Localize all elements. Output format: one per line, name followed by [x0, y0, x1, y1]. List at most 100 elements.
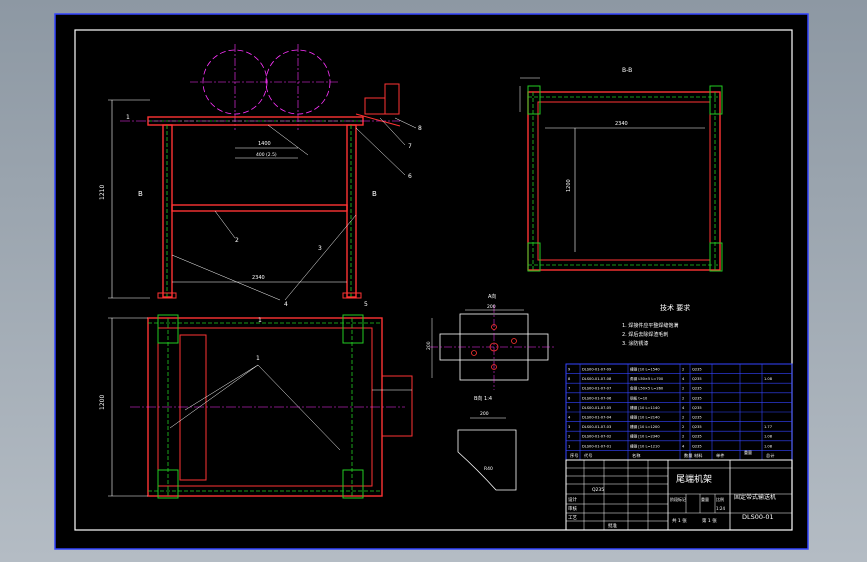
bom-header-cell: 名称: [632, 452, 640, 459]
bom-cell: 5: [568, 406, 570, 410]
detail-b-view: B向 1:4 200 R40: [457, 395, 517, 491]
bom-cell: 4: [568, 416, 571, 420]
bom-cell: 1.08: [764, 435, 773, 439]
bom-cell: Q235: [692, 435, 702, 439]
bom-cell: 9: [568, 368, 571, 372]
detail-b-label: B向 1:4: [474, 395, 492, 402]
dim-section-width: 2340: [615, 121, 628, 127]
bom-cell: 4: [682, 377, 685, 381]
approve-label: 批准: [608, 522, 617, 529]
tech-req-heading: 技术 要求: [660, 303, 690, 312]
bom-header-cell: 材料: [694, 452, 703, 459]
bom-cell: DLS00-01-07-08: [582, 377, 612, 381]
bom-cell: 1.08: [764, 377, 773, 381]
tech-req-item-3: 3. 涂防锈漆: [622, 340, 648, 347]
bom-cell: DLS00-01-07-02: [582, 435, 611, 439]
section-mark-left: B: [138, 190, 143, 198]
bom-cell: 8: [568, 377, 571, 381]
bom-cell: DLS00-01-07-06: [582, 396, 612, 400]
design-label: 设计: [568, 496, 577, 503]
bom-cell: 1: [568, 444, 570, 448]
bom-cell: Q235: [692, 444, 702, 448]
bom-cell: 槽钢 [10 L=2140: [630, 415, 660, 420]
title-block: 尾端机架 固定带式输送机 DLS00-01 Q235 设计 审核 工艺 批准 阶…: [565, 459, 793, 531]
bom-header-cell: 总计: [766, 452, 774, 459]
bom-cell: DLS00-01-07-03: [582, 425, 611, 429]
bom-cell: 2: [568, 435, 570, 439]
bom-cell: 1.08: [764, 444, 773, 448]
bom-cell: 2: [682, 416, 684, 420]
bom-cell: 钢板 t=10: [630, 395, 648, 400]
bom-cell: 2: [682, 435, 684, 439]
process-label: 工艺: [568, 515, 577, 521]
bom-cell: Q235: [692, 387, 702, 391]
dim-detail-width: 200: [487, 304, 496, 310]
dim-detail-b-r: R40: [484, 466, 493, 472]
bom-cell: DLS00-01-07-07: [582, 387, 611, 391]
bom-cell: 槽钢 [10 L=1140: [630, 405, 660, 410]
bom-cell: Q235: [692, 425, 702, 429]
dim-front-top: 1400: [258, 141, 271, 147]
detail-a-label: A向: [488, 293, 496, 300]
bom-cell: 2: [682, 368, 684, 372]
ratio-value: 1:24: [716, 506, 725, 511]
bom-cell: DLS00-01-07-04: [582, 416, 612, 420]
bom-cell: Q235: [692, 396, 702, 400]
bom-cell: 7: [568, 387, 570, 391]
label-6: 6: [408, 173, 412, 180]
dim-front-top2: 400 (2.5): [256, 152, 277, 158]
stage-label: 阶段标记: [670, 496, 686, 502]
bom-cell: 6: [568, 396, 571, 400]
sheets-total: 共 1 张: [672, 517, 687, 524]
check-label: 审核: [568, 505, 577, 512]
bom-cell: DLS00-01-07-09: [582, 368, 612, 372]
detail-a-view: A向 200 200: [426, 293, 555, 390]
bom-cell: 角钢 L50×5 L=260: [630, 386, 664, 391]
bom-cell: 角钢 L50×5 L=700: [630, 376, 664, 381]
part-name: 尾端机架: [676, 473, 712, 485]
bom-cell: 3: [568, 425, 570, 429]
bom-header-weight: 重量: [744, 449, 752, 455]
machine-name: 固定带式输送机: [734, 493, 776, 501]
bom-cell: Q235: [692, 368, 702, 372]
label-1: 1: [126, 114, 130, 121]
tech-req-item-1: 1. 焊接件应平整焊缝饱满: [622, 322, 678, 329]
tech-requirements: 技术 要求 1. 焊接件应平整焊缝饱满 2. 焊后去除焊渣毛刺 3. 涂防锈漆: [622, 303, 690, 347]
dim-front-height: 1210: [99, 185, 106, 200]
bom-cell: DLS00-01-07-05: [582, 406, 611, 410]
bom-cell: 4: [682, 406, 685, 410]
bom-cell: Q235: [692, 377, 702, 381]
label-3: 3: [318, 245, 322, 252]
drawing-no: DLS00-01: [742, 513, 774, 521]
top-label-1: 1: [256, 355, 260, 362]
bom-header-cell: 代号: [584, 452, 592, 459]
label-5: 5: [364, 301, 368, 308]
sheet-current: 第 1 张: [702, 517, 717, 524]
bom-cell: 槽钢 [10 L=1540: [630, 367, 660, 372]
bom-cell: DLS00-01-07-01: [582, 444, 611, 448]
weight-label: 重量: [701, 496, 709, 502]
dim-detail-b-width: 200: [480, 411, 489, 417]
bom-header-cell: 单件: [716, 452, 724, 459]
bom-cell: 1.77: [764, 425, 772, 429]
bom-cell: 2: [682, 396, 684, 400]
bom-cell: Q235: [692, 416, 702, 420]
section-title: B-B: [622, 67, 632, 74]
tech-req-item-2: 2. 焊后去除焊渣毛刺: [622, 331, 668, 338]
bom-header-cell: 数量: [684, 452, 692, 459]
ratio-label: 比例: [716, 496, 724, 502]
bom-cell: 2: [682, 425, 684, 429]
section-bb-view: B-B 2340 1200: [519, 67, 723, 272]
label-7: 7: [408, 143, 412, 150]
bom-cell: 槽钢 [10 L=1200: [630, 424, 660, 429]
dim-top-height: 1200: [99, 395, 106, 410]
top-view: 1200 1 1: [99, 314, 413, 499]
section-mark-right: B: [372, 190, 377, 198]
front-view: 1210 2340 1400 400 (2.5) 1 2 3 4 5 6 7 8…: [99, 44, 422, 308]
material: Q235: [592, 487, 604, 493]
label-2: 2: [235, 237, 239, 244]
label-4: 4: [284, 301, 288, 308]
